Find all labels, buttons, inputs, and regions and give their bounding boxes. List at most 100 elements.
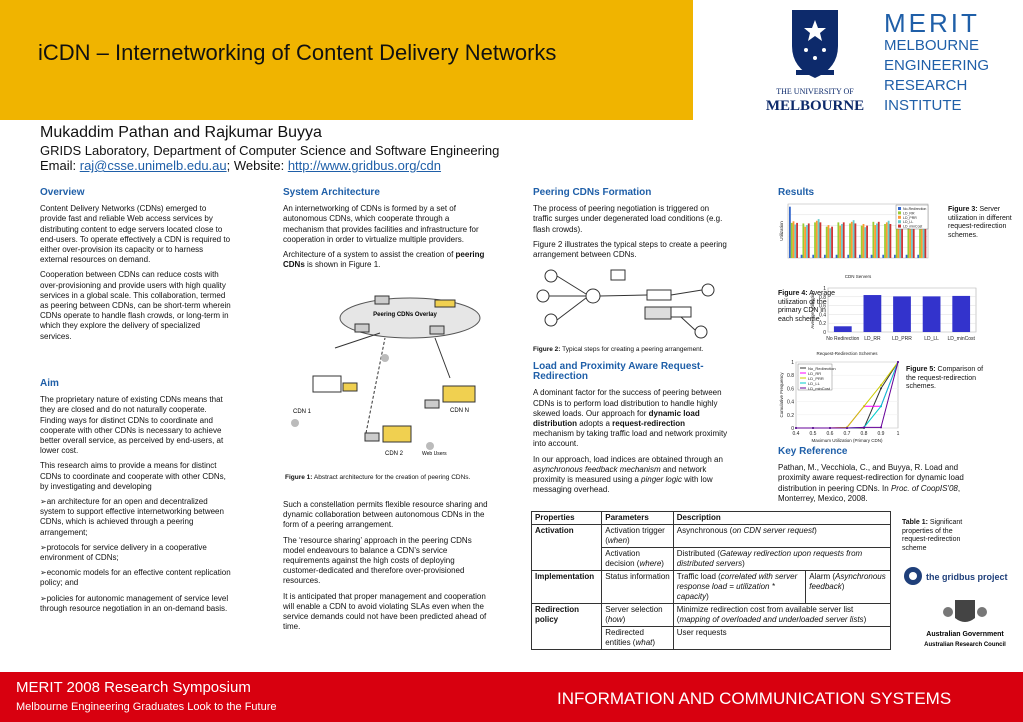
y-axis-label: Cumulative Frequency (779, 372, 784, 418)
bar (859, 254, 861, 258)
bar (794, 224, 797, 258)
bar (800, 254, 803, 258)
figure-3-caption: Figure 3: Server utilization in differen… (948, 206, 1012, 239)
table-1-caption: Table 1: Significant properties of the r… (902, 519, 963, 552)
table-header-row: Properties Parameters Description (530, 511, 892, 525)
bar (887, 220, 890, 258)
bar (827, 225, 830, 258)
merit-line-2: ENGINEERING (884, 57, 990, 74)
data-point (863, 405, 865, 408)
footer-symposium: MERIT 2008 Research Symposium (16, 679, 251, 696)
bar (829, 228, 832, 258)
bar (924, 227, 927, 258)
cdn2-label: CDN 2 (385, 451, 404, 457)
y-tick-label: 0 (823, 330, 826, 336)
bar (831, 226, 833, 258)
data-point (812, 427, 814, 429)
bar (804, 226, 807, 258)
legend-label: LD_RR (808, 371, 821, 376)
x-tick-label: 0.5 (810, 431, 817, 437)
cdnn-label: CDN N (450, 408, 469, 414)
bar (814, 222, 816, 258)
logo-area (693, 0, 1023, 120)
redirection-p1: A dominant factor for the success of pee… (533, 388, 728, 449)
bar (839, 225, 842, 258)
legend (895, 204, 929, 230)
y-tick-label: 0.4 (819, 312, 826, 318)
legend-label: LD_LL (808, 381, 821, 386)
bar (790, 222, 793, 258)
affiliation: GRIDS Laboratory, Department of Computer… (40, 143, 500, 158)
system-p3: Such a constellation permits flexible re… (283, 500, 488, 530)
email-link[interactable]: raj@csse.unimelb.edu.au (79, 158, 227, 173)
y-tick-label: 0.6 (787, 386, 794, 392)
bar (872, 221, 875, 258)
legend-label: LD_minCost (808, 386, 831, 391)
legend-swatch (898, 211, 901, 215)
footer-band (0, 672, 1023, 722)
system-p5: It is anticipated that proper management… (283, 591, 487, 632)
legend-label: No_Redirection (808, 366, 836, 371)
results-heading: Results (778, 187, 815, 198)
bar (884, 223, 886, 258)
system-architecture-section: System Architecture An internetworking o… (283, 187, 488, 275)
uom-line2: MELBOURNE (766, 98, 864, 114)
chart-title: Request-Redirection Schemes (816, 351, 878, 356)
x-tick-label: 0.8 (861, 431, 868, 437)
x-axis-label: Maximum Utilization (Primary CDN) (811, 438, 883, 443)
legend-label: LD_LL (903, 220, 913, 224)
bar (917, 254, 920, 258)
web-users-label: Web Users (422, 451, 447, 457)
table-header: Description (672, 511, 892, 525)
figure-3-chart: No-RedirectionLD_RRLD_PRRLD_LLLD_minCost… (779, 203, 929, 279)
y-tick-label: 0.8 (819, 295, 826, 301)
redirection-heading: Load and Proximity Aware Request-Redirec… (533, 361, 704, 383)
bar (901, 224, 903, 258)
bar (866, 225, 868, 258)
aim-bullet: ➢policies for autonomic management of se… (40, 593, 229, 613)
data-point (897, 361, 899, 363)
y-tick-label: 0.4 (787, 400, 794, 406)
table-row: Redirection policy Server selection (how… (530, 603, 892, 650)
figure-2-peering-steps (533, 262, 728, 344)
legend-label: LD_PRR (903, 216, 917, 220)
merit-line-3: RESEARCH (884, 77, 968, 94)
table-header: Parameters (601, 511, 674, 525)
bar (876, 223, 878, 258)
bar (894, 254, 896, 258)
poster-title: iCDN – Internetworking of Content Delive… (38, 40, 557, 65)
bar (909, 222, 912, 258)
bar (835, 254, 838, 258)
bar (885, 222, 888, 258)
bar (792, 221, 795, 258)
x-tick-label: LD_PRR (892, 336, 912, 342)
peering-p2: Figure 2 illustrates the typical steps t… (533, 239, 727, 260)
merit-line-4: INSTITUTE (884, 97, 962, 114)
legend-swatch (898, 224, 901, 228)
bar (877, 221, 880, 258)
bar (854, 223, 857, 258)
bar (919, 227, 921, 258)
bar (852, 220, 855, 258)
system-heading: System Architecture (283, 187, 380, 198)
data-point (846, 427, 848, 429)
aim-bullet: ➢an architecture for an open and decentr… (40, 497, 224, 537)
y-axis-label: Average Utilization (810, 291, 815, 329)
university-of-melbourne-logo: THE UNIVERSITY OF MELBOURNE (762, 6, 868, 116)
x-tick-label: 0.7 (844, 431, 851, 437)
redirection-section: Load and Proximity Aware Request-Redirec… (533, 361, 728, 500)
merit-line-1: MELBOURNE (884, 37, 980, 54)
table-row: Activation Activation trigger (when) Asy… (530, 524, 892, 571)
y-tick-label: 1 (791, 360, 794, 366)
table-row: Redirected entities (what) User requests (532, 626, 892, 650)
y-tick-label: 1 (823, 286, 826, 292)
bar (807, 223, 810, 258)
bar (952, 295, 971, 332)
legend-label: LD_PRR (808, 376, 824, 381)
legend-label: No-Redirection (903, 207, 926, 211)
x-tick-label: 1 (897, 431, 900, 437)
aim-bullet: ➢economic models for an effective conten… (40, 568, 231, 588)
bar (889, 223, 892, 258)
website-link[interactable]: http://www.gridbus.org/cdn (287, 158, 442, 173)
